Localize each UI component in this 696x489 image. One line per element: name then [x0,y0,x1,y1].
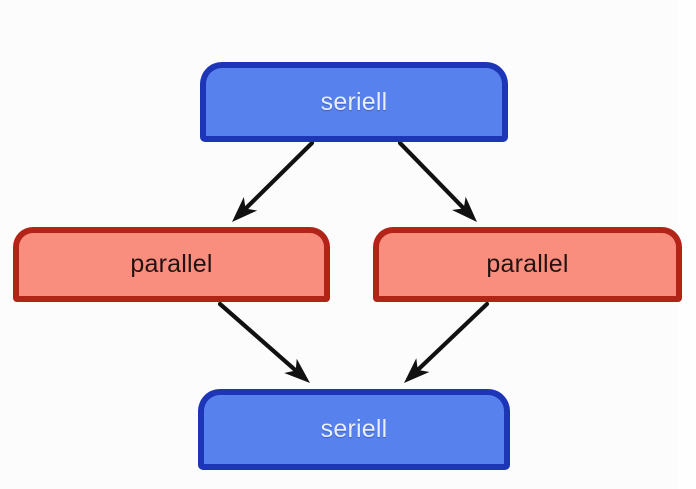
edge-top-to-right [397,140,477,222]
canvas-right-edge-strip [678,0,696,489]
node-label: seriell [320,415,388,443]
edge-left-to-bottom [217,301,310,383]
node-label: parallel [486,250,569,278]
edge-line [416,301,490,372]
edge-arrowhead-icon [452,196,477,222]
edge-top-to-left [232,140,315,222]
edge-arrowhead-icon [404,358,430,383]
edge-arrowhead-icon [232,196,258,222]
node-label: seriell [320,87,388,116]
node-label: parallel [130,250,213,278]
edge-arrowhead-icon [284,358,310,383]
edge-line [244,140,315,211]
node-seriell-bottom[interactable]: seriell [198,389,510,470]
edge-line [397,140,466,210]
node-parallel-right[interactable]: parallel [373,227,682,302]
node-seriell-top[interactable]: seriell [200,62,508,142]
edge-line [217,301,298,372]
node-parallel-left[interactable]: parallel [13,227,330,302]
edge-right-to-bottom [404,301,490,383]
